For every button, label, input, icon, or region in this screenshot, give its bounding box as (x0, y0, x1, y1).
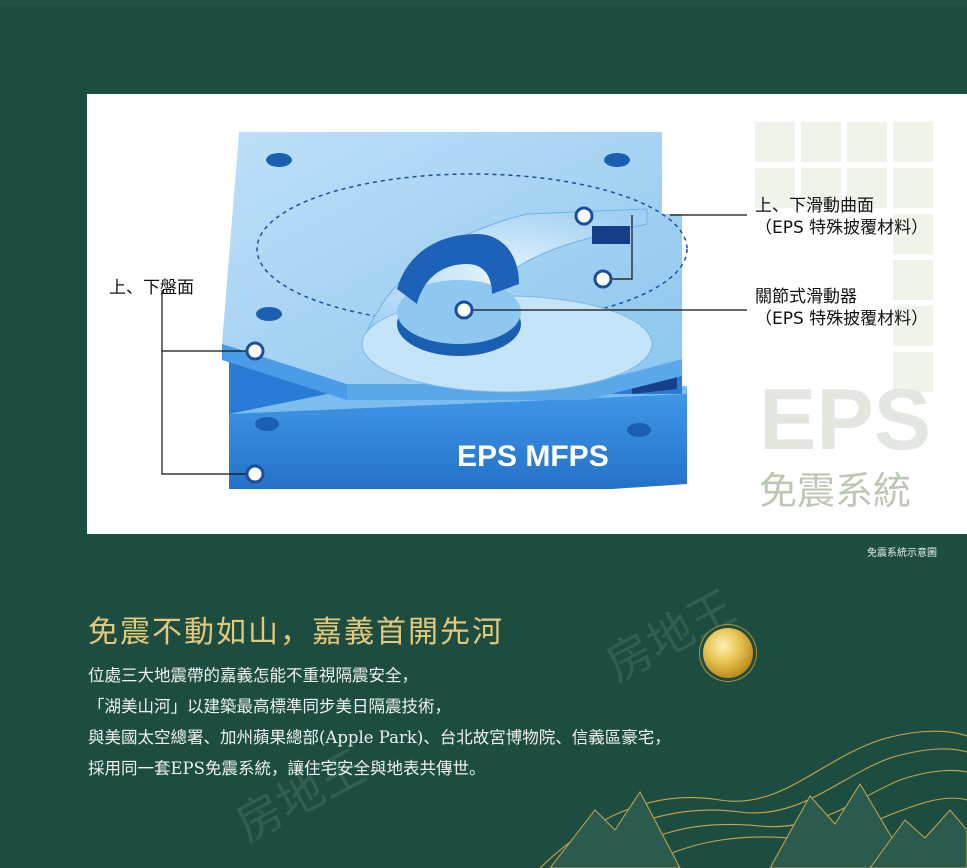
body-line: 位處三大地震帶的嘉義怎能不重視隔震安全， (88, 666, 418, 685)
device-label: EPS MFPS (457, 440, 609, 473)
callout-curved-title: 上、下滑動曲面 (755, 196, 874, 216)
callout-slider: 關節式滑動器 （EPS 特殊披覆材料） (755, 286, 928, 330)
body-line: 採用同一套EPS免震系統，讓住宅安全與地表共傳世。 (88, 759, 486, 778)
eps-brand-text: EPS (759, 372, 931, 468)
eps-diagram-panel: EPS 免震系統 EPS MFPS 上、下盤面 上、下滑動曲面 （EPS 特殊披… (87, 94, 967, 534)
callout-plates: 上、下盤面 (109, 278, 194, 298)
mountain-line-art (540, 730, 967, 868)
gold-coin-ornament (703, 628, 753, 678)
body-line: 與美國太空總署、加州蘋果總部(Apple Park)、台北故宮博物院、信義區豪宅… (88, 728, 671, 747)
section-heading: 免震不動如山，嘉義首開先河 (88, 615, 504, 650)
body-line: 「湖美山河」以建築最高標準同步美日隔震技術， (88, 697, 451, 716)
eps-brand-subtext: 免震系統 (759, 471, 911, 513)
eps-isolator-illustration: EPS 免震系統 EPS MFPS (161, 122, 933, 513)
top-strip (0, 0, 967, 6)
figure-caption: 免震系統示意圖 (867, 548, 937, 559)
callout-curved-material: （EPS 特殊披覆材料） (755, 218, 929, 238)
body-paragraph: 位處三大地震帶的嘉義怎能不重視隔震安全， 「湖美山河」以建築最高標準同步美日隔震… (88, 660, 748, 784)
callout-slider-material: （EPS 特殊披覆材料） (755, 309, 929, 329)
callout-slider-title: 關節式滑動器 (755, 287, 857, 307)
callout-curved-surface: 上、下滑動曲面 （EPS 特殊披覆材料） (755, 195, 928, 239)
